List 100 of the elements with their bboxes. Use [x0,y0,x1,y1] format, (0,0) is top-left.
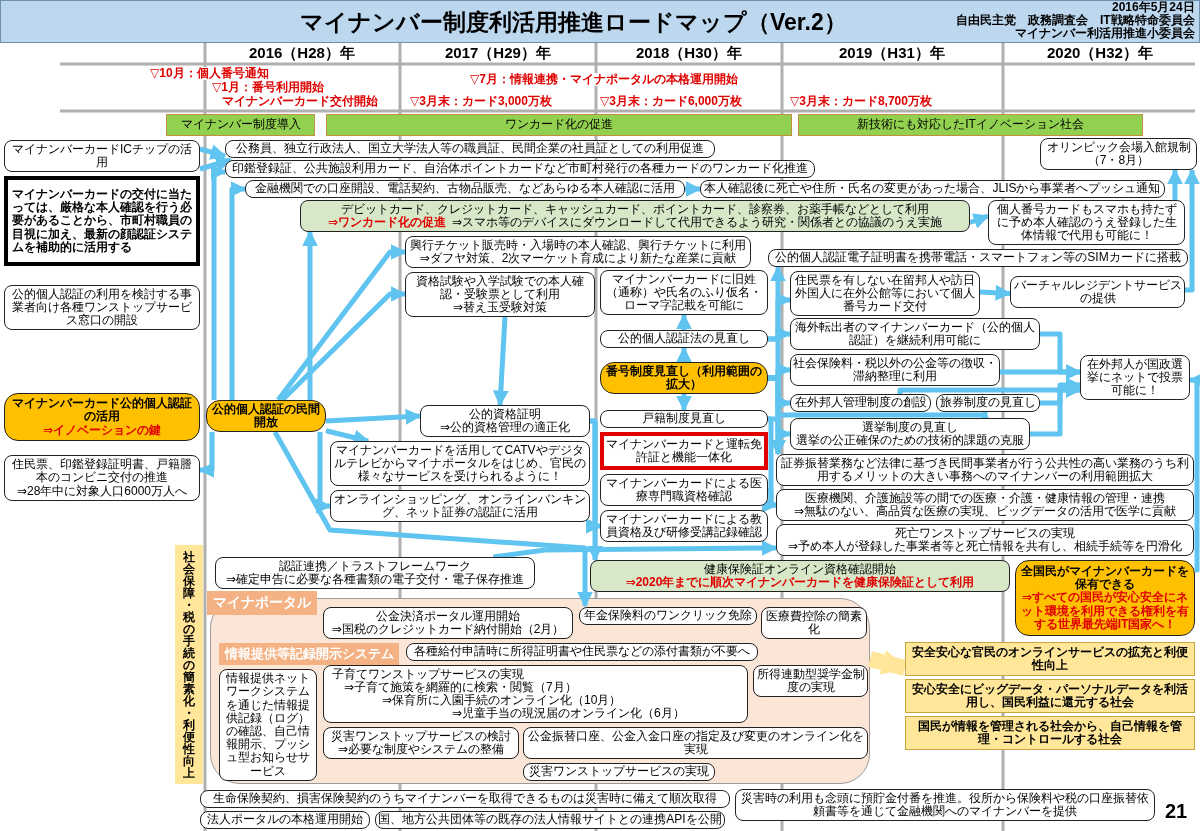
box-text: ⇒スマホ等のデバイスにダウンロードして代用できるよう研究・関係者との協議のうえ実施 [452,215,943,229]
arrow [199,144,227,160]
goal-box: 安全安心な官民のオンラインサービスの拡充と利便性向上 [905,642,1195,676]
note-box: マイナンバーカードの交付に当たっては、厳格な本人確認を行う必要があることから、市町村職員の目視に加え、最新の顔認証システムを補助的に活用する [4,176,200,266]
highlight-text: ⇒すべての国民が安心安全にネット環境を利用できる権利を有する世界最先端IT国家へ！ [1020,591,1190,631]
box-text: ⇒替え玉受験対策 [452,301,548,315]
rounded-box: マイナンバーカードによる医療専門職資格確認 [600,474,768,506]
rounded-box: 社会保険料・税以外の公金等の徴収・滞納整理に利用 [790,354,1000,386]
rounded-box: オリンピック会場入館規制（7・8月） [1040,138,1197,170]
arrow [761,487,778,513]
rounded-box: 証券振替業務など法律に基づき民間事業者が行う公共性の高い業務のうち利用するメリットの大きい事務へのマイナンバーの利用範囲拡大 [776,454,1194,486]
rounded-box [790,418,1030,450]
box-text: 公的資格証明 [469,407,541,421]
box-text: ⇒無駄のない、高品質な医療の実現、ビッグデータの活用で医学に貢献 [793,505,1177,519]
year-heading: 2020（H32）年 [1047,45,1153,62]
rounded-box: 海外転出者のマイナンバーカード（公的個人認証）を継続利用可能に [790,318,1040,350]
arrow [199,156,233,172]
rounded-box: 在外邦人が国政選挙にネットで投票可能に！ [1080,355,1190,400]
arrow [1184,168,1200,293]
rounded-box: 印鑑登録証、公共施設利用カード、自治体ポイントカードなど市町村発行の各種カードのワンカード化推進 [225,160,815,178]
phase-band: ワンカード化の促進 [326,114,792,136]
milestone-text: ▽3月末：カード6,000万枚 [600,95,742,109]
rounded-box: 在外邦人管理制度の創設 [790,394,931,412]
rounded-box [323,607,573,639]
arrow [768,292,792,342]
rounded-box: 旅券制度の見直し [936,394,1040,412]
arrow [1167,168,1183,200]
rounded-box: 災害時の利用も念頭に預貯金付番を推進。役所から保険料や税の口座振替依頼書等を通じて金融機関へのマイナンバーを提供 [735,789,1155,821]
rounded-box [4,455,200,501]
box-text: ⇒公的資格管理の適正化 [439,421,571,435]
milestone-text: ▽7月：情報連携・マイナポータルの本格運用開始 [470,73,738,87]
box-text: 住民票、印鑑登録証明書、戸籍謄本のコンビニ交付の推進 [11,458,193,485]
tab-box: 情報提供等記録開示システム [219,643,399,665]
arrow [587,418,603,562]
rounded-box: 公的個人認証法の見直し [600,330,768,348]
milestone-text: ▽10月：個人番号通知 [150,67,269,81]
rounded-box: マイナンバーカードによる教員資格及び研修受講記録確認 [600,510,768,542]
highlight-box [4,393,200,441]
box-text: ⇒ダフヤ対策、2次マーケット育成により新たな産業に貢献 [419,252,737,266]
milestone-text: ▽1月：番号利用開始 [212,81,324,95]
box-text: ⇒児童手当の現況届のオンライン化（6月） [452,707,685,721]
box-text: 興行チケット販売時・入場時の本人確認、興行チケットに利用 [410,238,746,252]
rounded-box [776,524,1194,556]
milestone-text: マイナンバーカード交付開始 [222,95,378,109]
arrow [272,430,593,608]
arrow [198,432,215,478]
box-text: 子育てワンストップサービスの実現 [332,667,524,681]
rounded-box: 公金振替口座、公金入金口座の指定及び変更のオンライン化を実現 [523,727,868,759]
box-text: ⇒国税のクレジットカード納付開始（2月） [331,623,565,637]
highlight-text: ⇒イノベーションの鍵 [42,423,162,437]
rounded-box: 災害ワンストップサービスの実現 [523,763,715,781]
rounded-box: 本人確認後に死亡や住所・氏名の変更があった場合、JLISから事業者へプッシュ通知 [700,180,1165,198]
rounded-box: 所得連動型奨学金制度の実現 [753,665,868,697]
box-text: ⇒28年中に対象人口6000万人へ [16,484,188,498]
rounded-box: 戸籍制度見直し [600,410,768,428]
year-heading: 2017（H29）年 [445,45,551,62]
phase-band: マイナンバー制度導入 [166,114,315,136]
arrow [868,649,908,676]
rounded-box: オンラインショッピング、オンラインバンキング、ネット証券の認証に活用 [330,490,590,522]
milestone-text: ▽3月末：カード3,000万枚 [410,95,552,109]
highlight-box: 番号制度見直し（利用範囲の拡大） [600,362,768,394]
rounded-box: 公務員、独立行政法人、国立大学法人等の職員証、民間企業の社員証としての利用促進 [225,140,715,158]
arrow [685,181,702,197]
organization-text: マイナンバー利活用推進小委員会 [1015,27,1195,41]
box-text: 公金決済ポータル運用開始 [376,609,520,623]
rounded-box: 公的個人認証の利用を検討する事業者向け各種ワンストップサービス窓口の開設 [4,285,200,330]
arrow [1188,372,1200,573]
vertical-band: 社会保障・税の手続の簡素化・利便性向上 [175,545,203,784]
rounded-box: 各種給付申請時に所得証明書や住民票などの添付書類が不要へ [406,643,758,661]
arrow [1040,377,1082,406]
rounded-box [323,665,748,723]
rounded-box [776,489,1194,521]
box-text: 健康保険証オンライン資格確認開始 [704,562,896,576]
box-text: ⇒予め本人が登録した事業者等と死亡情報を共有し、相続手続等を円滑化 [787,540,1183,554]
rounded-box: マイナンバーカードに旧姓（通称）や氏名のふり仮名・ローマ字記載を可能に [600,270,768,315]
rounded-box [215,557,535,589]
arrow [676,346,692,363]
rounded-box: 住民票を有しない在留邦人や訪日外国人に在外公館等において個人番号カード交付 [790,271,980,316]
rounded-box: 公的個人認証電子証明書を携帯電話・スマートフォン等のSIMカードに搭載 [768,249,1188,267]
box-text: 認証連携／トラストフレームワーク [279,559,471,573]
arrow [315,432,332,514]
arrow [676,394,692,412]
box-text: 選挙の公正確保のための技術的課題の克服 [796,434,1024,448]
rounded-box [300,200,970,232]
rounded-box: 情報提供ネットワークシステムを通じた情報提供記録（ログ）の確認、自己情報開示、プッシュ型お知らせサービス [219,669,317,781]
year-heading: 2019（H31）年 [839,45,945,62]
box-text: ⇒子育て施策を網羅的に検索・閲覧（7月） [344,680,577,694]
rounded-box [405,236,751,268]
box-text: 選挙制度の見直し [862,420,958,434]
box-text: 死亡ワンストップサービスの実現 [895,526,1075,540]
rounded-box: マイナンバーカードICチップの活用 [4,140,200,172]
arrow [229,181,247,400]
highlight-box [1015,560,1195,636]
arrow [676,313,692,330]
rounded-box: 国、地方公共団体等の既存の法人情報サイトとの連携APIを公開 [375,811,725,829]
arrow [302,230,318,400]
rounded-box: マイナンバーカードを活用してCATVやデジタルテレビからマイナポータルをはじめ、官民の様々なサービスを受けられるように！ [330,441,590,486]
goal-box: 国民が情報を管理される社会から、自己情報を管理・コントロールする社会 [905,716,1195,750]
arrow [492,540,778,560]
highlight-box: 公的個人認証の民間開放 [206,400,326,432]
